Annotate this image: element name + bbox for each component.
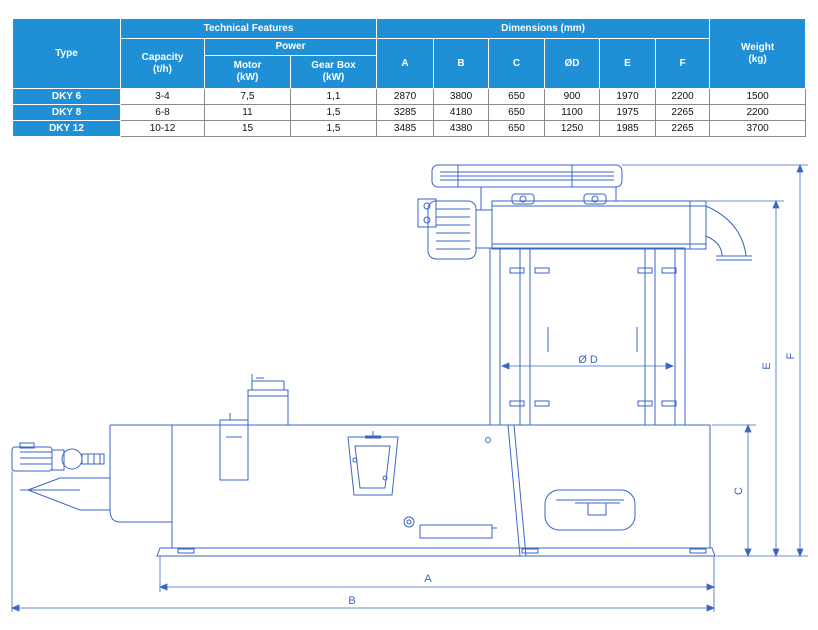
main-trough-body xyxy=(109,424,716,557)
outlet-window xyxy=(544,489,636,531)
side-panel xyxy=(219,413,249,481)
cell-e: 1970 xyxy=(599,88,657,105)
cell-c: 650 xyxy=(488,88,546,105)
header-f: F xyxy=(655,38,711,89)
table-row: DKY 12 10-12 15 1,5 3485 4380 650 1250 1… xyxy=(12,120,807,137)
cell-gearbox: 1,1 xyxy=(289,88,378,105)
cell-f: 2265 xyxy=(655,120,711,137)
spec-table: Type Technical Features Dimensions (mm) … xyxy=(12,18,807,137)
header-weight: Weight(kg) xyxy=(709,18,807,89)
cell-weight: 1500 xyxy=(709,88,807,105)
control-box xyxy=(247,374,289,426)
cell-motor: 11 xyxy=(204,104,291,121)
top-drive-assembly xyxy=(417,164,752,261)
label-b: B xyxy=(348,595,355,607)
left-drive-motor xyxy=(11,442,111,511)
dimension-lines xyxy=(10,163,808,612)
cell-weight: 2200 xyxy=(709,104,807,121)
cell-d: 900 xyxy=(544,88,601,105)
header-type: Type xyxy=(12,18,121,89)
cell-b: 4180 xyxy=(433,104,490,121)
header-technical-features: Technical Features xyxy=(119,18,378,39)
cell-motor: 7,5 xyxy=(204,88,291,105)
header-motor: Motor(kW) xyxy=(204,55,291,89)
cell-e: 1975 xyxy=(599,104,657,121)
label-a: A xyxy=(424,573,432,585)
cell-a: 3485 xyxy=(376,120,435,137)
label-f: F xyxy=(785,352,797,359)
header-capacity: Capacity(t/h) xyxy=(120,38,205,89)
cell-f: 2265 xyxy=(655,104,711,121)
discharge-fitting xyxy=(403,437,497,539)
machine-drawing: Ø D A B C E F xyxy=(10,163,808,612)
cell-weight: 3700 xyxy=(709,120,807,137)
cell-a: 3285 xyxy=(376,104,435,121)
cell-c: 650 xyxy=(488,104,546,121)
cell-gearbox: 1,5 xyxy=(289,104,378,121)
cell-type: DKY 8 xyxy=(12,104,121,121)
header-gearbox: Gear Box(kW) xyxy=(289,55,378,89)
cell-d: 1250 xyxy=(544,120,601,137)
header-a: A xyxy=(376,38,435,89)
header-power: Power xyxy=(203,38,378,56)
label-e: E xyxy=(761,362,773,369)
cell-d: 1100 xyxy=(544,104,601,121)
cell-c: 650 xyxy=(488,120,546,137)
table-row: DKY 8 6-8 11 1,5 3285 4180 650 1100 1975… xyxy=(12,104,807,121)
cell-capacity: 3-4 xyxy=(120,88,205,105)
header-dimensions: Dimensions (mm) xyxy=(376,18,711,39)
label-c: C xyxy=(733,487,745,495)
cell-motor: 15 xyxy=(204,120,291,137)
cell-b: 3800 xyxy=(433,88,490,105)
cell-e: 1985 xyxy=(599,120,657,137)
header-d: ØD xyxy=(544,38,601,89)
vertical-column xyxy=(489,247,686,426)
cell-capacity: 10-12 xyxy=(120,120,205,137)
cell-gearbox: 1,5 xyxy=(289,120,378,137)
cell-a: 2870 xyxy=(376,88,435,105)
inspection-hatch xyxy=(347,431,399,496)
cell-type: DKY 12 xyxy=(12,120,121,137)
header-b: B xyxy=(433,38,490,89)
cell-b: 4380 xyxy=(433,120,490,137)
cell-type: DKY 6 xyxy=(12,88,121,105)
cell-f: 2200 xyxy=(655,88,711,105)
table-row: DKY 6 3-4 7,5 1,1 2870 3800 650 900 1970… xyxy=(12,88,807,105)
header-e: E xyxy=(599,38,657,89)
cell-capacity: 6-8 xyxy=(120,104,205,121)
header-c: C xyxy=(488,38,546,89)
label-d: Ø D xyxy=(578,354,598,366)
